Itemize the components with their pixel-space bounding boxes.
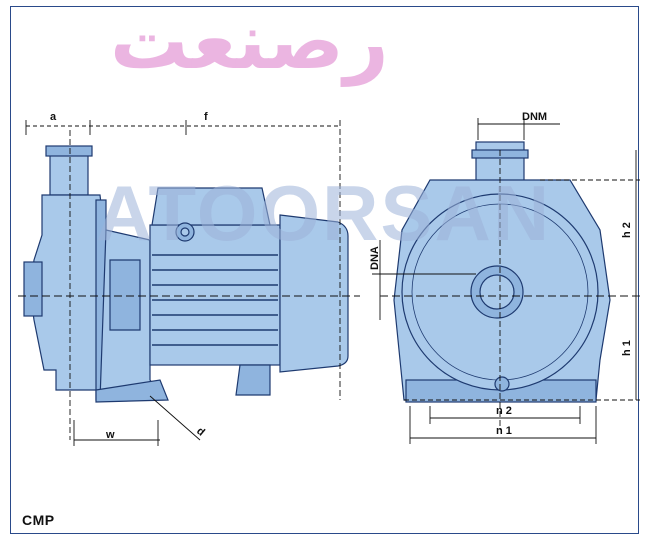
side-dimensions (18, 120, 360, 446)
watermark-main: ATOORSAN (96, 169, 551, 257)
terminal-box (151, 187, 271, 226)
label-h2: h 2 (621, 222, 633, 238)
motor-foot (235, 364, 271, 396)
model-label: CMP (22, 512, 55, 528)
front-dimensions (372, 118, 640, 444)
lantern-window (109, 259, 141, 331)
label-h1: h 1 (621, 340, 633, 356)
label-f: f (204, 111, 208, 123)
outlet-flange (45, 145, 93, 157)
label-dna: DNA (369, 246, 381, 270)
label-a: a (50, 111, 57, 123)
watermark-top: رصنعت (110, 0, 389, 87)
label-n2: n 2 (496, 405, 512, 417)
front-view (393, 141, 611, 403)
motor-fins (152, 254, 278, 346)
inlet-port (23, 261, 43, 317)
side-view (23, 145, 349, 403)
label-n1: n 1 (496, 425, 512, 437)
outlet-neck (49, 149, 89, 196)
label-w: w (105, 429, 115, 441)
label-dnm: DNM (522, 111, 547, 123)
drain-plug (494, 376, 510, 392)
